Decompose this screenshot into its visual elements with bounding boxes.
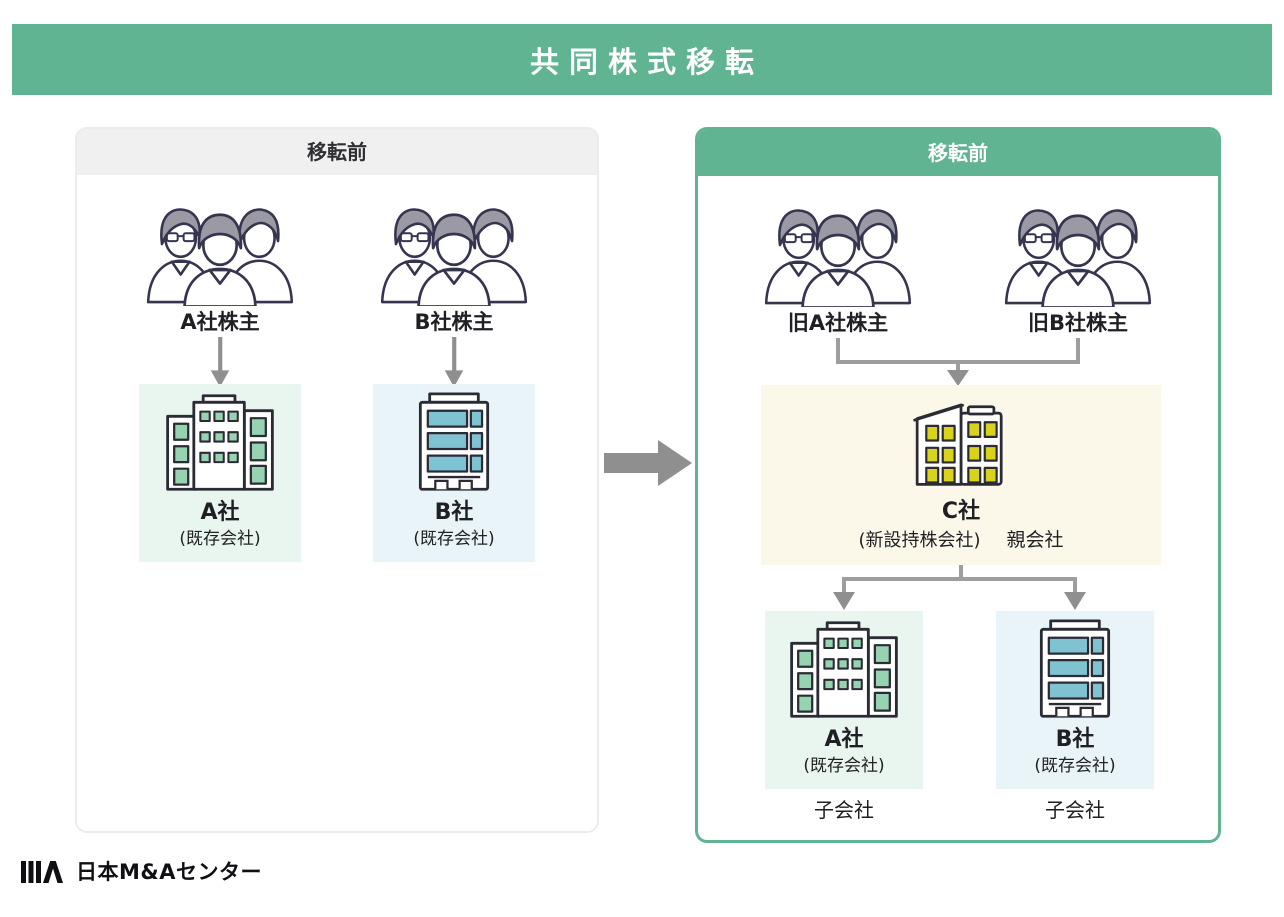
subsidiary-b-box: B社 (既存会社) [996,611,1154,789]
branch-connector [833,565,1086,610]
down-arrow-icon [443,337,465,387]
company-c-name: C社 [941,499,981,524]
after-panel: 移転前 旧A社株主 旧B社株主 C社 (新設持株会社) 親会社 [695,127,1221,843]
company-a-building-icon [160,392,280,493]
company-a-note: (既存会社) [179,529,261,549]
company-c-note-row: (新設持株会社) 親会社 [761,525,1161,552]
down-arrow-icon [209,337,231,387]
company-b-name: B社 [434,500,474,525]
shareholders-a-icon [136,186,304,306]
company-a-name: A社 [200,500,240,525]
logo-mark-icon [21,861,63,883]
brand-name: 日本M&Aセンター [76,860,262,884]
before-panel: 移転前 A社株主 B社株主 A社 (既存会社) B社 (既存会社) [75,127,599,833]
subsidiary-a-building-icon [784,619,904,720]
company-a-box: A社 (既存会社) [139,384,301,562]
shareholder-a-label: A社株主 [180,310,260,334]
subsidiary-a-box: A社 (既存会社) [765,611,923,789]
after-panel-header: 移転前 [698,130,1218,176]
shareholders-b-icon [370,186,538,306]
former-shareholder-a-label: 旧A社株主 [787,311,889,335]
subsidiary-a-note: (既存会社) [803,756,885,776]
former-shareholders-a-icon [754,187,922,307]
former-shareholder-b-label: 旧B社株主 [1027,311,1128,335]
subsidiary-a-role-label: 子会社 [814,798,874,822]
merge-connector [836,338,1080,386]
company-c-role-label: 親会社 [1006,529,1064,551]
subsidiary-b-note: (既存会社) [1034,756,1116,776]
company-c-building-icon [906,393,1016,488]
subsidiary-b-building-icon [1015,619,1135,720]
company-b-box: B社 (既存会社) [373,384,535,562]
before-panel-header: 移転前 [77,129,597,175]
brand-logo: 日本M&Aセンター [20,856,262,886]
page-title: 共同株式移転 [529,44,764,79]
subsidiary-b-role-label: 子会社 [1045,798,1105,822]
transfer-arrow-icon [604,440,692,486]
title-banner: 共同株式移転 [12,24,1272,95]
holding-company-box: C社 (新設持株会社) 親会社 [761,385,1161,565]
subsidiary-a-name: A社 [824,727,864,752]
shareholder-b-label: B社株主 [414,310,494,334]
subsidiary-b-name: B社 [1055,727,1095,752]
company-b-note: (既存会社) [413,529,495,549]
company-b-building-icon [394,392,514,493]
former-shareholders-b-icon [994,187,1162,307]
company-c-note: (新設持株会社) [858,530,981,551]
